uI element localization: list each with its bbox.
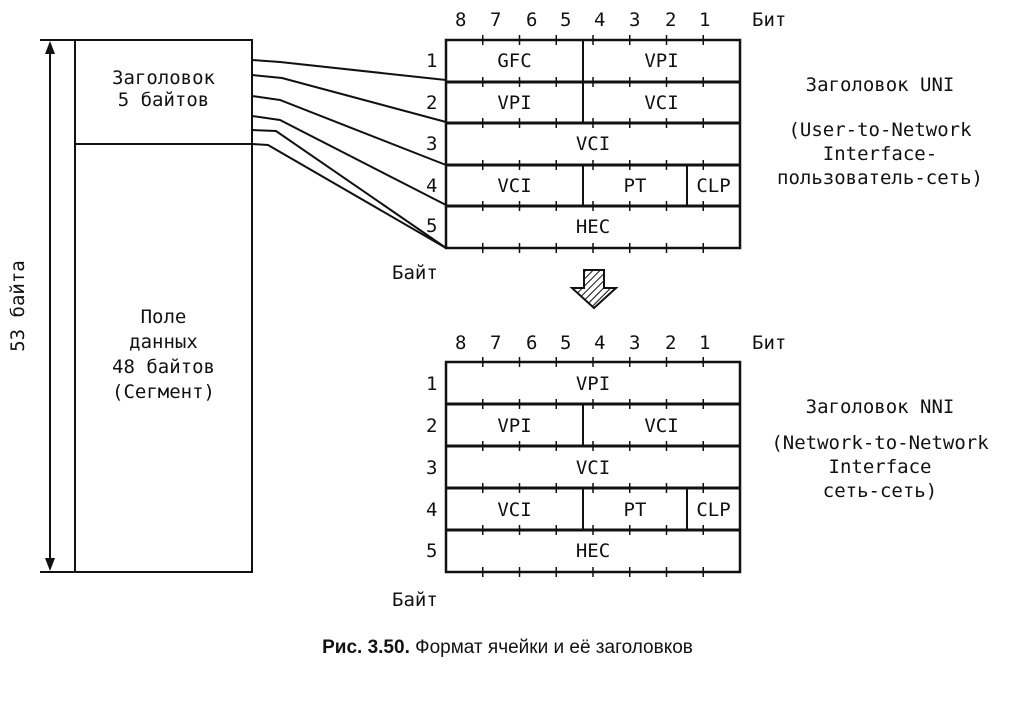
total-size-label: 53 байта: [7, 260, 29, 352]
uni-byte-label: Байт: [392, 262, 438, 284]
transform-arrow: [569, 269, 619, 310]
nni-field-vpi-r2: VPI: [497, 415, 532, 437]
header-connectors: [251, 59, 447, 249]
nni-field-vci-r4: VCI: [497, 499, 532, 521]
uni-description: Заголовок UNI (User-to-Network Interface…: [750, 73, 1010, 190]
figure-caption-number: Рис. 3.50.: [322, 637, 410, 658]
nni-field-vci-r2: VCI: [644, 415, 679, 437]
nni-bit-label: Бит: [752, 332, 787, 354]
nni-bit-7: 7: [490, 332, 502, 354]
nni-bit-header: 8 7 6 5 4 3 2 1: [446, 332, 740, 356]
payload-line3: 48 байтов: [112, 356, 215, 378]
nni-bit-8: 8: [455, 332, 467, 354]
uni-desc-line2: Interface-: [822, 143, 938, 165]
uni-row-3: 3: [426, 133, 438, 155]
cell-outline: [74, 39, 253, 573]
uni-bit-header: 8 7 6 5 4 3 2 1: [446, 9, 740, 33]
figure-caption-text: Формат ячейки и её заголовков: [415, 637, 693, 658]
uni-desc-line1: (User-to-Network: [788, 119, 972, 141]
uni-bit-7: 7: [490, 9, 502, 31]
nni-desc-line3: сеть-сеть): [822, 480, 938, 502]
uni-field-vpi-r2: VPI: [497, 92, 532, 114]
dimension-arrow: [40, 39, 78, 573]
uni-field-vci-r2: VCI: [644, 92, 679, 114]
uni-row-4: 4: [426, 175, 438, 197]
uni-field-vpi-r1: VPI: [644, 50, 679, 72]
nni-bit-6: 6: [526, 332, 538, 354]
nni-field-pt: PT: [623, 499, 647, 521]
nni-field-hec: HEC: [575, 540, 611, 562]
uni-bit-ticks: [482, 35, 704, 253]
nni-field-clp: CLP: [696, 499, 731, 521]
nni-row-2: 2: [426, 415, 438, 437]
nni-field-vpi-r1: VPI: [575, 373, 611, 395]
nni-title: Заголовок NNI: [805, 396, 955, 418]
nni-bit-5: 5: [560, 332, 572, 354]
uni-desc-line3: пользователь-сеть): [777, 167, 983, 189]
nni-desc-line1: (Network-to-Network: [771, 432, 989, 454]
nni-desc-line2: Interface: [828, 456, 932, 478]
uni-bit-4: 4: [594, 9, 606, 31]
uni-bit-3: 3: [629, 9, 641, 31]
uni-bit-label: Бит: [752, 9, 787, 31]
nni-row-3: 3: [426, 457, 438, 479]
uni-bit-5: 5: [560, 9, 572, 31]
uni-row-1: 1: [426, 50, 438, 72]
uni-field-vci-r3: VCI: [575, 133, 611, 155]
uni-bit-2: 2: [665, 9, 677, 31]
uni-field-clp: CLP: [696, 175, 731, 197]
nni-description: Заголовок NNI (Network-to-Network Interf…: [750, 395, 1010, 503]
payload-label: Поле данных 48 байтов (Сегмент): [75, 305, 252, 405]
uni-row-2: 2: [426, 92, 438, 114]
uni-title: Заголовок UNI: [805, 74, 955, 96]
nni-bit-3: 3: [629, 332, 641, 354]
uni-row-5: 5: [426, 215, 438, 237]
nni-byte-label: Байт: [392, 589, 438, 611]
uni-bit-8: 8: [455, 9, 467, 31]
header-label: Заголовок 5 байтов: [75, 67, 252, 111]
nni-bit-1: 1: [699, 332, 711, 354]
payload-line4: (Сегмент): [112, 381, 215, 403]
nni-row-4: 4: [426, 499, 438, 521]
header-label-line1: Заголовок: [112, 67, 215, 89]
nni-row-5: 5: [426, 540, 438, 562]
nni-bit-4: 4: [594, 332, 606, 354]
uni-field-hec: HEC: [575, 216, 611, 238]
nni-bit-2: 2: [665, 332, 677, 354]
figure-caption: Рис. 3.50. Формат ячейки и её заголовков: [0, 637, 1015, 659]
nni-bit-ticks: [482, 357, 704, 577]
uni-field-vci-r4: VCI: [497, 175, 532, 197]
uni-field-gfc: GFC: [497, 50, 532, 72]
nni-row-1: 1: [426, 373, 438, 395]
uni-field-pt: PT: [623, 175, 647, 197]
uni-bit-6: 6: [526, 9, 538, 31]
nni-field-vci-r3: VCI: [575, 457, 611, 479]
header-label-line2: 5 байтов: [117, 89, 210, 111]
payload-line1: Поле: [140, 306, 187, 328]
uni-bit-1: 1: [699, 9, 711, 31]
payload-line2: данных: [129, 331, 198, 353]
